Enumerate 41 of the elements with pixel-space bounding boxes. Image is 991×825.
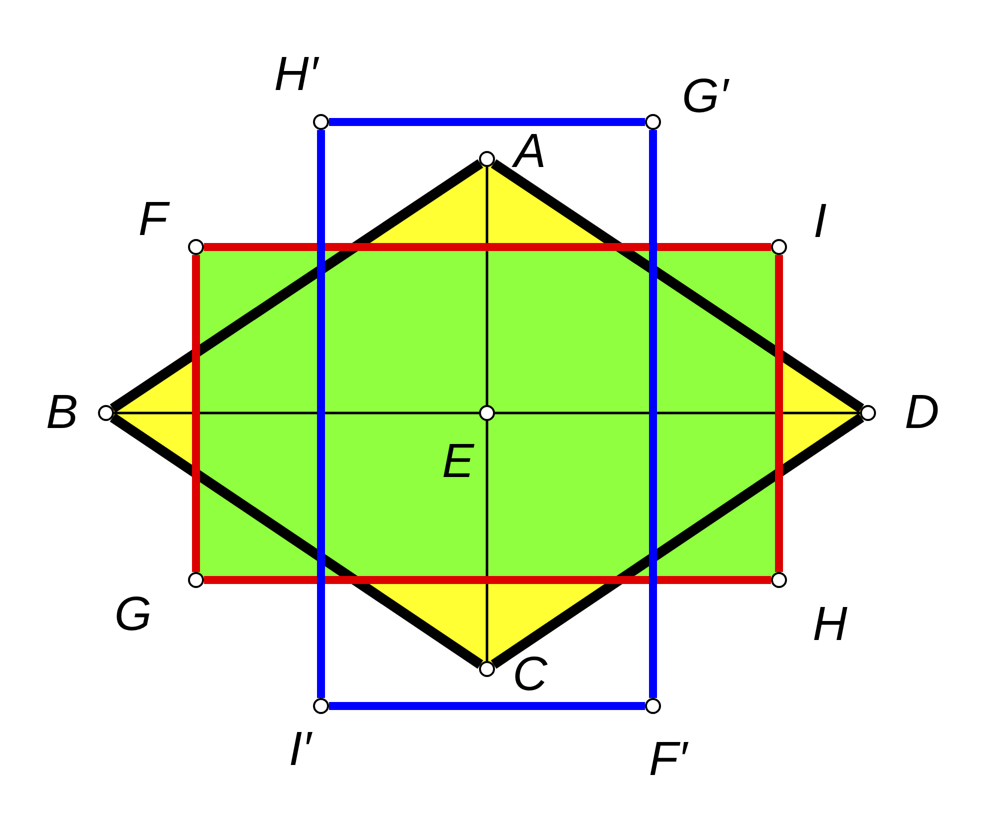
point-label: B [46, 389, 78, 437]
point-marker [313, 698, 329, 714]
point-marker [771, 239, 787, 255]
point-label: F′ [648, 736, 688, 784]
line-segment [649, 130, 657, 698]
point-marker [860, 405, 876, 421]
line-segment [110, 413, 484, 669]
line-segment [775, 255, 783, 572]
point-label: I [813, 198, 827, 246]
point-label: H′ [274, 51, 318, 99]
point-marker [188, 239, 204, 255]
point-label: H [812, 601, 848, 649]
line-segment [486, 167, 488, 405]
point-marker [645, 114, 661, 130]
line-segment [486, 421, 488, 661]
line-segment [204, 576, 771, 584]
line-segment [110, 159, 484, 413]
point-label: A [514, 128, 546, 176]
line-segment [490, 413, 864, 669]
point-marker [98, 405, 114, 421]
point-label: I′ [288, 726, 312, 774]
point-marker [313, 114, 329, 130]
point-marker [645, 698, 661, 714]
point-label: D [904, 389, 940, 437]
point-marker [479, 151, 495, 167]
line-segment [204, 243, 771, 251]
line-segment [317, 130, 325, 698]
point-label: G′ [682, 73, 728, 121]
line-segment [192, 255, 200, 572]
line-segment [495, 412, 860, 414]
point-marker [188, 572, 204, 588]
point-label: G [114, 591, 152, 639]
point-marker [479, 661, 495, 677]
point-label: F [138, 196, 168, 244]
line-segment [114, 412, 479, 414]
point-marker [771, 572, 787, 588]
line-segment [329, 702, 645, 710]
line-segment [329, 118, 645, 126]
line-segment [490, 159, 864, 413]
point-label: C [512, 651, 548, 699]
point-label: E [442, 438, 474, 486]
